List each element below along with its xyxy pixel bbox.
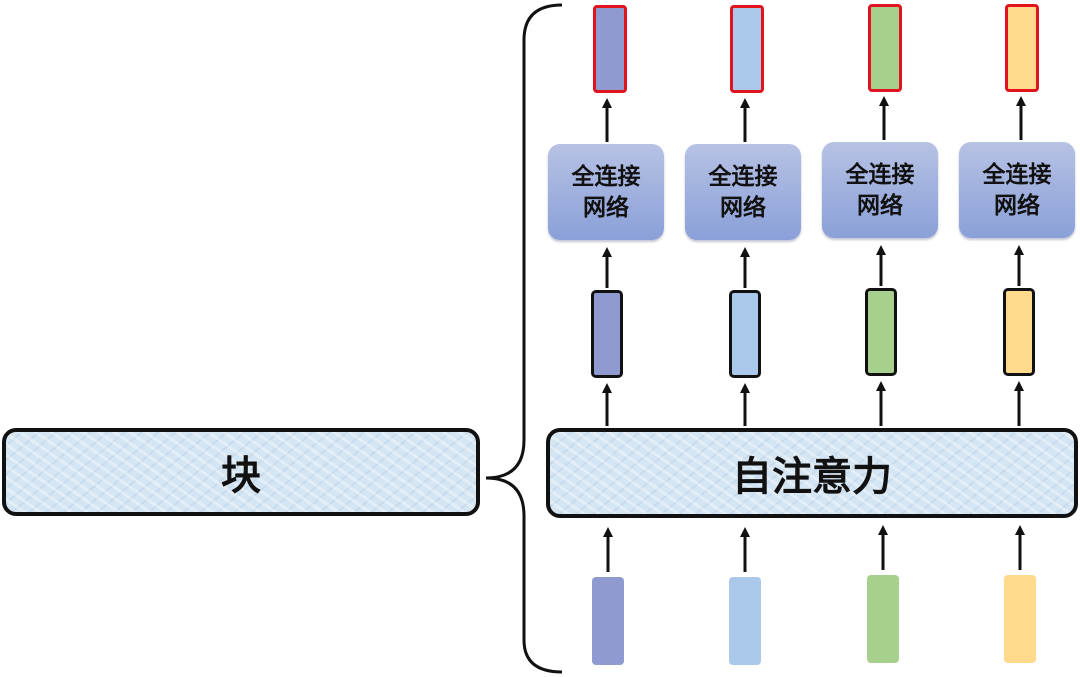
output-token-3 <box>868 4 902 92</box>
input-token-1 <box>592 577 624 665</box>
output-token-4 <box>1005 4 1039 92</box>
fc-network-box-2: 全连接 网络 <box>685 144 801 240</box>
block-label: 块 <box>221 452 261 499</box>
attention-output-token-2 <box>729 290 761 378</box>
input-token-2 <box>729 577 761 665</box>
fc-network-box-3: 全连接 网络 <box>822 142 938 238</box>
fc-network-label-line2: 网络 <box>720 194 766 221</box>
block-box: 块 <box>2 428 480 516</box>
attention-output-token-3 <box>865 288 897 376</box>
output-token-2 <box>730 5 764 93</box>
curly-brace <box>485 3 563 674</box>
input-token-4 <box>1004 575 1036 663</box>
fc-network-label-line2: 网络 <box>857 192 903 219</box>
fc-network-box-4: 全连接 网络 <box>959 142 1075 238</box>
fc-network-label-line1: 全连接 <box>708 163 778 190</box>
self-attention-label: 自注意力 <box>732 453 892 500</box>
self-attention-box: 自注意力 <box>546 428 1078 518</box>
attention-output-token-4 <box>1003 288 1035 376</box>
fc-network-label-line1: 全连接 <box>845 161 915 188</box>
attention-output-token-1 <box>591 290 623 378</box>
fc-network-box-1: 全连接 网络 <box>548 144 664 240</box>
fc-network-label-line1: 全连接 <box>571 163 641 190</box>
output-token-1 <box>593 5 627 93</box>
fc-network-label-line1: 全连接 <box>982 161 1052 188</box>
fc-network-label-line2: 网络 <box>583 194 629 221</box>
input-token-3 <box>867 575 899 663</box>
fc-network-label-line2: 网络 <box>994 192 1040 219</box>
